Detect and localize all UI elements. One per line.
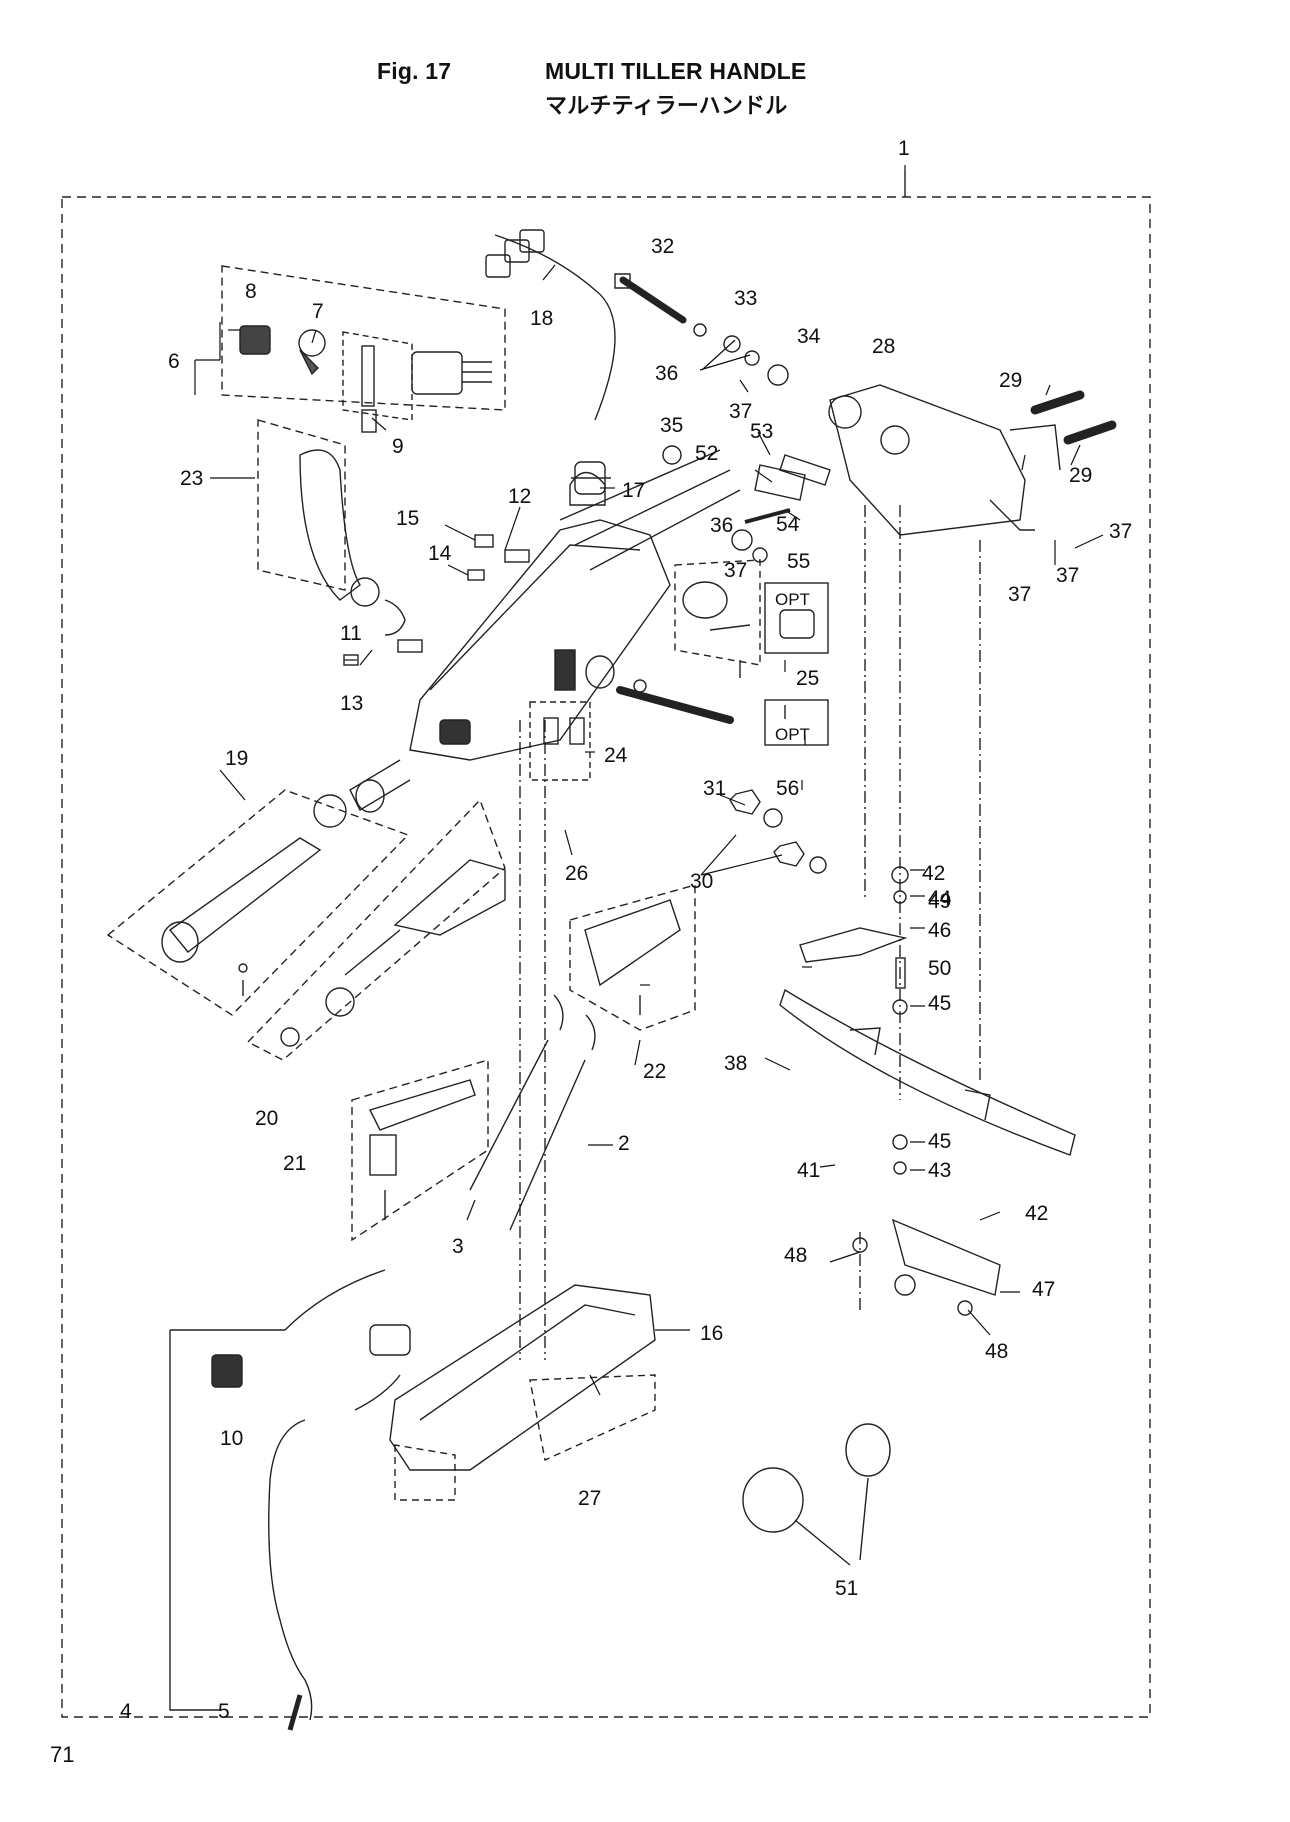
callout-1: 1 — [898, 137, 910, 160]
callout-36: 36 — [655, 362, 678, 385]
figure-number: Fig. 17 — [377, 58, 452, 84]
callout-4: 4 — [120, 1700, 132, 1723]
callout-37: 37 — [1056, 564, 1079, 587]
callout-47: 47 — [1032, 1278, 1055, 1301]
callout-56: 56 — [776, 777, 799, 800]
callout-6: 6 — [168, 350, 180, 373]
callout-28: 28 — [872, 335, 895, 358]
callout-44: 44 — [928, 887, 952, 910]
callout-43: 43 — [928, 1159, 951, 1182]
callout-22: 22 — [643, 1060, 666, 1083]
callout-37: 37 — [729, 400, 752, 423]
callout-45: 45 — [928, 1130, 951, 1153]
callout-32: 32 — [651, 235, 674, 258]
callout-8: 8 — [245, 280, 257, 303]
callout-46: 46 — [928, 919, 951, 942]
callout-23: 23 — [180, 467, 203, 490]
callout-24: 24 — [604, 744, 628, 767]
callout-11: 11 — [340, 622, 362, 645]
assembly-frame — [61, 196, 1151, 1718]
callout-50: 50 — [928, 957, 951, 980]
callout-31: 31 — [703, 777, 726, 800]
callout-51: 51 — [835, 1577, 858, 1600]
callout-3: 3 — [452, 1235, 464, 1258]
opt-label-55: OPT — [775, 590, 810, 609]
callout-18: 18 — [530, 307, 553, 330]
page-number: 71 — [50, 1742, 75, 1767]
opt-box-55 — [764, 582, 829, 654]
callout-37: 37 — [1008, 583, 1031, 606]
callout-33: 33 — [734, 287, 757, 310]
callout-21: 21 — [283, 1152, 306, 1175]
callout-25: 25 — [796, 667, 819, 690]
callout-29: 29 — [1069, 464, 1092, 487]
callout-16: 16 — [700, 1322, 723, 1345]
callout-14: 14 — [428, 542, 452, 565]
callout-35: 35 — [660, 414, 683, 437]
callout-15: 15 — [396, 507, 419, 530]
callout-20: 20 — [255, 1107, 278, 1130]
callout-45: 45 — [928, 992, 951, 1015]
callout-53: 53 — [750, 420, 773, 443]
callout-7: 7 — [312, 300, 324, 323]
opt-box-56 — [764, 699, 829, 746]
callout-2: 2 — [618, 1132, 630, 1155]
callout-9: 9 — [392, 435, 404, 458]
callout-54: 54 — [776, 513, 800, 536]
figure-title-ja: マルチティラーハンドル — [545, 94, 788, 119]
callout-41: 41 — [797, 1159, 820, 1182]
opt-label-56: OPT — [775, 725, 810, 744]
callout-42: 42 — [922, 862, 945, 885]
callout-42: 42 — [1025, 1202, 1048, 1225]
callout-37: 37 — [724, 559, 747, 582]
callout-34: 34 — [797, 325, 821, 348]
callout-13: 13 — [340, 692, 363, 715]
figure-title-en: MULTI TILLER HANDLE — [545, 58, 807, 84]
callout-48: 48 — [784, 1244, 807, 1267]
callout-10: 10 — [220, 1427, 243, 1450]
callout-38: 38 — [724, 1052, 747, 1075]
callout-27: 27 — [578, 1487, 601, 1510]
callout-12: 12 — [508, 485, 531, 508]
callout-5: 5 — [218, 1700, 230, 1723]
callout-29: 29 — [999, 369, 1022, 392]
callout-37: 37 — [1109, 520, 1132, 543]
callout-52: 52 — [695, 442, 718, 465]
callout-55: 55 — [787, 550, 810, 573]
callout-17: 17 — [622, 479, 645, 502]
callout-30: 30 — [690, 870, 713, 893]
callout-48: 48 — [985, 1340, 1008, 1363]
callout-49: 49 — [928, 890, 951, 913]
callout-36: 36 — [710, 514, 733, 537]
callout-19: 19 — [225, 747, 248, 770]
callout-26: 26 — [565, 862, 588, 885]
